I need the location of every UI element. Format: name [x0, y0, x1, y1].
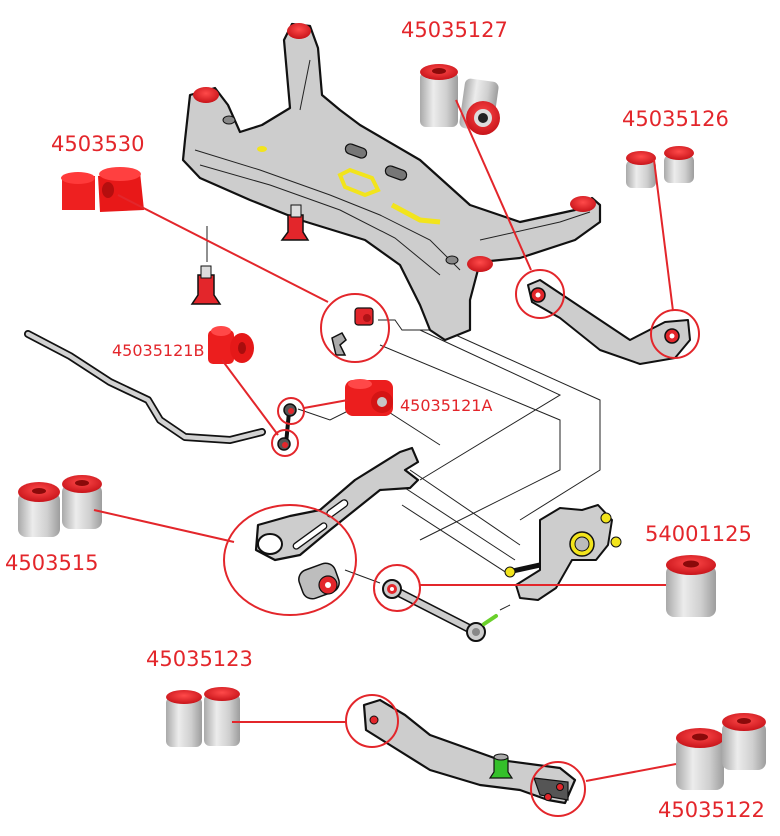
subframe-mount-cap: [287, 23, 311, 39]
subframe-mount-cap: [570, 196, 596, 212]
callout-circle-45035121B: [271, 429, 299, 457]
subframe-mount-cap: [193, 87, 219, 103]
stabilizer-clamp: [331, 307, 374, 356]
assembly-guide-lines: [206, 185, 601, 611]
subframe-mount-bushing: [190, 265, 222, 305]
toe-link: [382, 579, 498, 642]
product-4503530: [61, 167, 144, 212]
product-45035122: [676, 713, 766, 790]
yellow-highlight: [390, 202, 441, 225]
callout-circle-45035123: [345, 694, 399, 748]
label-4503530: 4503530: [51, 132, 145, 156]
callout-line-4503515: [93, 509, 235, 543]
callout-line-45035121B: [221, 359, 279, 436]
lower-arm: [362, 698, 577, 805]
label-54001125: 54001125: [645, 522, 752, 546]
label-45035121B: 45035121B: [112, 341, 205, 360]
callout-circle-45035127: [515, 269, 565, 319]
callout-line-45035122: [585, 763, 677, 782]
callout-circle-4503530: [320, 293, 390, 363]
product-45035121B: [208, 326, 254, 364]
callout-line-4503530: [117, 194, 329, 303]
stabilizer-bar: [24, 330, 266, 444]
callout-circle-45035121A: [277, 397, 305, 425]
trailing-arm-bushing: [298, 562, 340, 600]
stabilizer-link: [277, 403, 297, 451]
subframe-mount-bushing: [280, 204, 310, 241]
callout-circle-45035126: [650, 309, 700, 359]
callout-line-45035127: [455, 99, 532, 271]
label-45035126: 45035126: [622, 107, 729, 131]
callout-circle-45035122: [530, 761, 586, 817]
callout-line-45035121A: [303, 399, 349, 409]
label-45035123: 45035123: [146, 647, 253, 671]
product-54001125: [666, 555, 716, 617]
label-45035121A: 45035121A: [400, 396, 493, 415]
label-45035127: 45035127: [401, 18, 508, 42]
subframe-mount-cap: [467, 256, 493, 272]
product-45035123: [166, 687, 240, 747]
knuckle: [504, 504, 622, 601]
callout-circle-4503515: [223, 504, 357, 616]
trailing-arm: [254, 446, 420, 562]
label-45035122: 45035122: [658, 798, 765, 822]
callout-line-45035126: [653, 159, 674, 312]
yellow-dot: [257, 146, 267, 152]
product-45035121A: [345, 379, 393, 416]
product-45035127: [420, 64, 500, 135]
callout-circle-54001125: [373, 564, 421, 612]
label-4503515: 4503515: [5, 551, 99, 575]
product-45035126: [626, 146, 694, 188]
upper-arm: [527, 279, 691, 365]
yellow-highlight: [337, 167, 381, 198]
subframe: [181, 22, 602, 342]
product-4503515: [18, 475, 102, 537]
